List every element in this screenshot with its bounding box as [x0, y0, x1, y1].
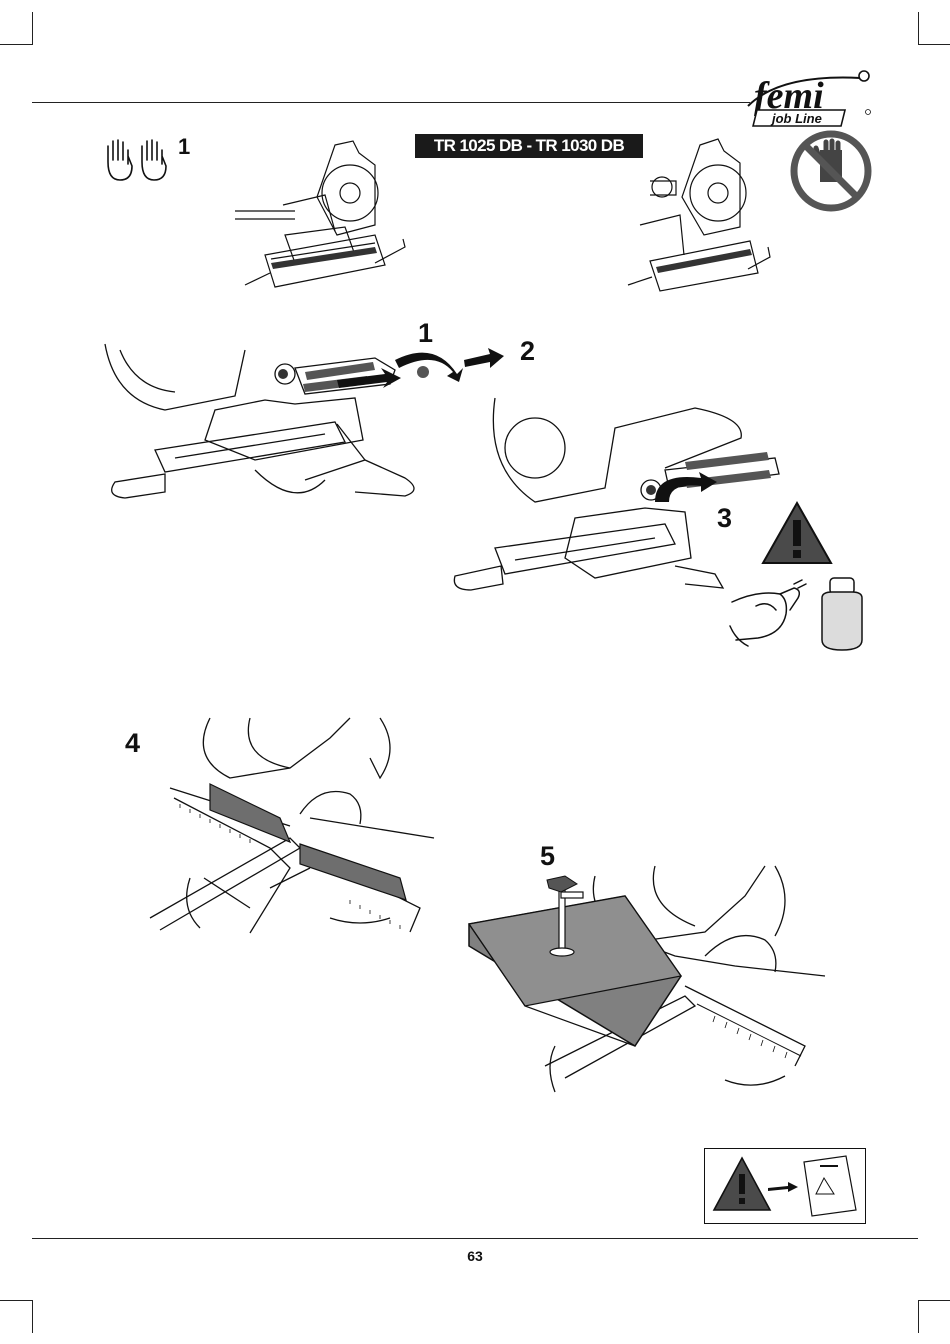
read-manual-icon: [712, 1154, 862, 1220]
footer-rule: [32, 1238, 918, 1239]
saw-illustration-top-left: [225, 135, 410, 300]
rail-tighten-illustration: [455, 398, 805, 598]
two-hands-icon: [102, 136, 180, 182]
header-rule: [32, 102, 750, 103]
crop-mark-br-v: [918, 1300, 919, 1333]
crop-mark-tl-v: [32, 12, 33, 45]
saw-illustration-top-right: [620, 135, 775, 300]
crop-mark-tr-v: [918, 12, 919, 45]
crop-mark-tl-h: [0, 44, 32, 45]
crop-mark-bl-h: [0, 1300, 32, 1301]
clamp-workpiece-illustration: [465, 866, 830, 1094]
warning-triangle-icon: [760, 500, 834, 566]
crop-mark-tr-h: [918, 44, 950, 45]
step-3-label: 3: [717, 503, 732, 534]
step-1-label: 1: [418, 318, 433, 349]
header-step-number: 1: [178, 134, 190, 160]
arm-strength-icon: [728, 580, 816, 650]
brand-logo: femi job Line: [740, 66, 875, 130]
page-number: 63: [0, 1248, 950, 1264]
weight-icon: [818, 574, 866, 652]
no-gloves-icon: [790, 130, 872, 212]
fence-adjust-illustration: [150, 718, 435, 933]
crop-mark-br-h: [918, 1300, 950, 1301]
crop-mark-bl-v: [32, 1300, 33, 1333]
rail-lock-illustration: [105, 340, 435, 510]
brand-line: job Line: [770, 111, 822, 126]
step-2-label: 2: [520, 336, 535, 367]
arrow-right-icon: [462, 348, 504, 370]
step-4-label: 4: [125, 728, 140, 759]
model-label: TR 1025 DB - TR 1030 DB: [415, 134, 643, 158]
